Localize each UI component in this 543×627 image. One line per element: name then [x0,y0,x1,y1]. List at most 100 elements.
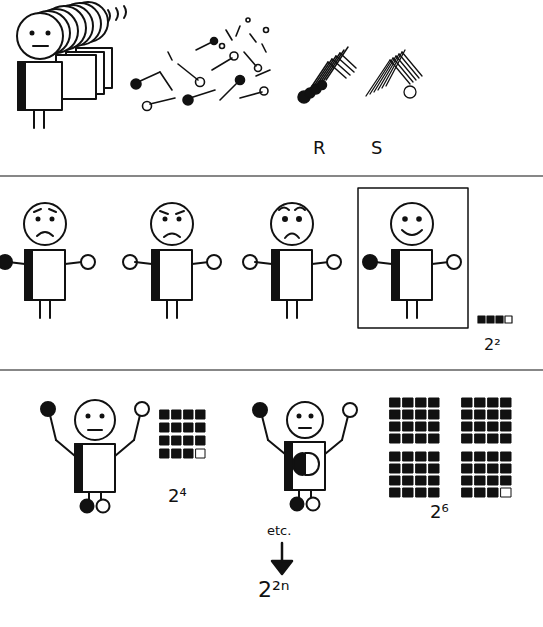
drawing-part [416,464,426,473]
drawing-part [390,476,400,485]
drawing-part [475,410,485,419]
drawing-part [391,203,433,245]
drawing-part [50,415,56,440]
drawing-part [164,234,180,238]
drawing-part [0,255,12,269]
drawing-part [390,434,400,443]
drawing-part [211,38,218,45]
drawing-part [160,423,169,432]
drawing-part [392,250,432,300]
drawing-part [47,32,50,35]
drawing-part [37,218,40,221]
drawing-part [131,79,141,89]
drawing-part [264,28,269,33]
robot [41,400,149,513]
drawing-part [396,56,416,80]
drawing-part [18,62,25,110]
robot [0,203,95,318]
drawing-part [17,13,63,59]
drawing-part [279,208,305,211]
drawing-part [253,403,267,417]
state-squares [478,316,512,323]
drawing-part [475,488,485,497]
drawing-part [378,54,399,90]
drawing-part [293,453,303,475]
drawing-part [488,410,498,419]
drawing-part [285,442,292,490]
drawing-part [138,72,160,82]
drawing-part [478,316,485,323]
drawing-part [212,58,232,70]
drawing-part [272,250,312,300]
drawing-part [151,203,193,245]
divider [0,175,543,176]
drawing-part [402,52,422,76]
drawing-part [501,410,511,419]
robot [253,402,357,511]
drawing-part [135,402,149,416]
drawing-part [49,300,51,318]
drawing-part [325,440,342,454]
drawing-part [340,53,356,68]
drawing-part [190,90,215,98]
drawing-part [462,464,472,473]
drawing-part [87,415,90,418]
drawing-part [403,410,413,419]
drawing-part [429,452,439,461]
drawing-part [268,440,285,454]
drawing-part [416,422,426,431]
drawing-part [172,410,181,419]
drawing-part [496,316,503,323]
drawing-part [416,398,426,407]
drawing-part [402,230,422,235]
drawing-part [33,110,35,128]
drawing-part [39,300,41,318]
drawing-part [65,262,82,264]
drawing-part [403,452,413,461]
drawing-part [240,92,262,98]
drawing-part [51,218,54,221]
drawing-part [327,255,341,269]
drawing-part [314,56,336,89]
drawing-part [75,444,115,492]
drawing-part [416,476,426,485]
drawing-part [24,203,66,245]
drawing-part [172,436,181,445]
formula-label: 2²ⁿ [258,578,290,602]
down-arrow [272,543,292,574]
drawing-part [183,95,193,105]
drawing-part [462,422,472,431]
drawing-part [488,398,498,407]
drawing-part [18,62,62,110]
drawing-part [299,427,311,429]
drawing-part [392,250,399,300]
note-text: etc. [267,524,291,538]
drawing-part [150,98,175,104]
drawing-part [390,410,400,419]
drawing-part [81,255,95,269]
drawing-part [501,398,511,407]
robot [363,203,461,318]
drawing-part [417,217,421,221]
drawing-part [462,434,472,443]
drawing-part [143,102,152,111]
drawing-part [286,300,288,318]
drawing-part [307,498,320,511]
drawing-part [403,422,413,431]
formula-label: 2⁴ [168,486,187,506]
grid-16 [160,410,205,458]
drawing-part [416,434,426,443]
drawing-part [37,232,53,236]
drawing-part [31,32,34,35]
drawing-part [152,250,159,300]
drawing-part [178,218,181,221]
drawing-part [390,488,400,497]
drawing-part [416,488,426,497]
drawing-part [283,217,287,221]
drawing-part [298,415,301,418]
drawing-part [488,434,498,443]
robot-queue [17,2,126,128]
drawing-part [390,452,400,461]
drawing-part [363,255,377,269]
drawing-part [160,72,172,90]
